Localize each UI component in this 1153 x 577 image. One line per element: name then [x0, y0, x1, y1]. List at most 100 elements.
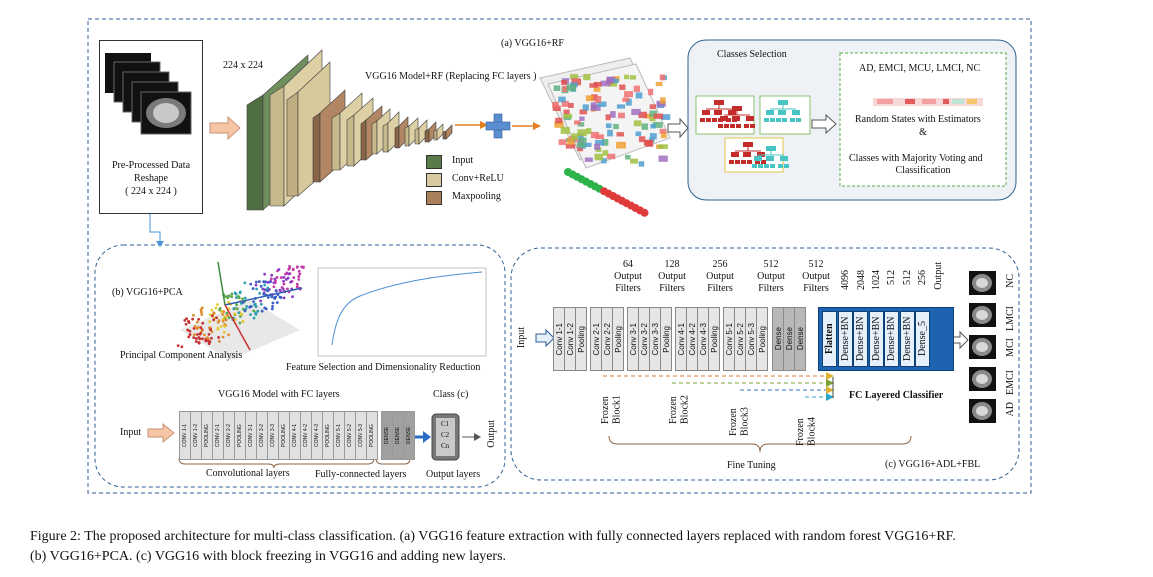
tree-node	[743, 152, 751, 157]
pca-point	[226, 314, 230, 317]
pca-point	[184, 322, 188, 326]
pca-point	[263, 272, 267, 276]
tree-leaf	[729, 160, 734, 164]
pca-point	[217, 336, 221, 339]
pca-point	[252, 316, 256, 320]
pca-point	[255, 287, 259, 291]
small-layer-20-label: DENSE	[406, 426, 412, 445]
pca-point	[227, 300, 231, 304]
rf-node	[629, 75, 637, 80]
tree-leaf	[770, 118, 775, 122]
rf-node	[623, 74, 630, 80]
rf-node	[605, 114, 611, 121]
pca-point	[269, 277, 273, 281]
rf-node	[568, 102, 574, 108]
caption-line-1: Figure 2: The proposed architecture for …	[30, 529, 956, 544]
adl-layer-6-label: Conv 3-1	[628, 322, 638, 356]
adl-layer-16-label: Conv 5-3	[746, 322, 756, 356]
tree-leaf	[755, 160, 760, 164]
pca-point	[254, 280, 258, 284]
pca-point	[282, 282, 286, 286]
pca-point	[249, 305, 253, 309]
filter-3-num: 512	[763, 259, 779, 270]
pca-point	[197, 336, 201, 339]
pca-point	[235, 303, 239, 306]
fc-layer-2: Dense+BN	[853, 311, 868, 367]
rf-node	[583, 142, 592, 147]
pca-point	[192, 313, 195, 317]
fc-layer-3: Dense+BN	[868, 311, 884, 367]
rf-node	[577, 147, 584, 152]
rf-node	[643, 139, 653, 146]
small-layer-17: POOLING	[366, 411, 378, 460]
tree-leaf	[706, 118, 711, 122]
pca-point	[230, 292, 234, 296]
class-label-ad: AD	[1005, 402, 1016, 417]
pca-point	[258, 291, 262, 295]
pca-point	[291, 295, 294, 299]
class-label-emci: EMCI	[1005, 370, 1016, 395]
pca-plane	[180, 300, 300, 360]
pca-point	[254, 311, 258, 315]
pca-point	[270, 307, 274, 311]
pca-point	[215, 316, 218, 320]
pca-point	[200, 329, 204, 333]
tree-node	[732, 116, 740, 121]
adl-layer-7-label: Conv 3-2	[639, 322, 649, 356]
pca-point	[266, 286, 270, 290]
tree-leaf	[750, 124, 755, 128]
pca-point	[210, 336, 213, 340]
pca-point	[188, 333, 192, 336]
small-layer-9-label: POOLING	[281, 424, 287, 447]
input-label-2: Reshape	[134, 173, 168, 184]
pca-point	[234, 318, 237, 321]
small-layer-18-label: DENSE	[384, 426, 390, 445]
tree-node	[714, 110, 722, 115]
adl-layer-5: Pooling	[612, 307, 624, 371]
filter-4-num: 512	[808, 259, 824, 270]
pca-point	[222, 310, 226, 313]
frozen-block-2: Frozen Block2	[668, 395, 691, 424]
legend-input-swatch	[426, 155, 442, 169]
tree-leaf	[744, 124, 749, 128]
adl-layer-13-label: Pooling	[709, 325, 719, 353]
pca-point	[284, 278, 288, 281]
small-layer-1-label: CONV 1-2	[193, 423, 199, 448]
fc-layer-6: Dense_5	[915, 311, 930, 367]
pca-point	[272, 285, 276, 289]
rf-node	[655, 81, 663, 87]
adl-layer-17-label: Pooling	[757, 325, 767, 353]
rf-node	[660, 114, 671, 120]
pca-point	[261, 287, 265, 291]
adl-layer-12-label: Conv 4-3	[698, 322, 708, 356]
filter-3-l2: Filters	[758, 283, 784, 294]
filter-3-l1: Output	[757, 271, 785, 282]
pca-point	[275, 301, 279, 304]
rf-node	[616, 104, 626, 109]
pca-point	[221, 335, 225, 339]
fc-size-6: Output	[933, 262, 944, 290]
fc-layer-3-label: Dense+BN	[869, 312, 883, 366]
tree-leaf	[790, 118, 795, 122]
pca-point	[207, 342, 211, 346]
adl-input-label: Input	[516, 327, 527, 349]
fc-size-5: 256	[917, 270, 928, 285]
pca-point	[284, 272, 287, 276]
rf-output-dot	[640, 208, 649, 217]
pca-point	[201, 337, 204, 341]
frozen-block-3: Frozen Block3	[728, 407, 751, 436]
pca-point	[226, 296, 230, 300]
filter-2-l1: Output	[706, 271, 734, 282]
pca-point	[253, 302, 257, 306]
pca-point	[254, 283, 258, 287]
pca-point	[266, 296, 270, 299]
tree-leaf	[700, 118, 705, 122]
fc-layer-5: Dense+BN	[899, 311, 915, 367]
rf-node	[591, 94, 598, 101]
rf-node	[578, 137, 587, 143]
filter-0-l1: Output	[614, 271, 642, 282]
fc-size-3: 512	[886, 270, 897, 285]
rf-node	[591, 131, 599, 139]
pca-point	[233, 312, 237, 316]
filter-4-l1: Output	[802, 271, 830, 282]
